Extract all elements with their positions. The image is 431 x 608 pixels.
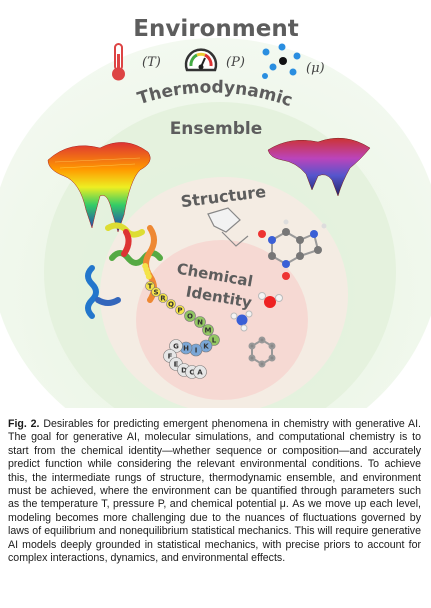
sequence-bead [194, 316, 206, 328]
sequence-bead-label: T [148, 283, 153, 291]
caption-text: Desirables for predicting emergent pheno… [8, 418, 421, 565]
sequence-bead [166, 299, 176, 309]
sequence-bead [175, 305, 185, 315]
sequence-bead-label: C [189, 369, 194, 377]
environment-title: Environment [133, 16, 298, 42]
caffeine-molecule [258, 219, 327, 280]
water-molecule [258, 292, 283, 308]
sequence-bead [158, 293, 168, 303]
pressure-gauge-icon [184, 48, 218, 72]
free-energy-landscape-right [267, 137, 371, 197]
sequence-bead-label: A [197, 369, 203, 377]
sequence-bead-label: E [174, 361, 179, 369]
sequence-bead [151, 287, 161, 297]
pressure-symbol: (P) [226, 55, 245, 70]
benzene-molecule [248, 336, 276, 368]
sequence-bead-label: M [205, 327, 212, 335]
sequence-bead-label: N [197, 319, 203, 327]
sequence-bead-label: G [173, 343, 179, 351]
sequence-bead-label: P [177, 307, 182, 315]
sequence-bead-label: H [183, 345, 189, 353]
figure-illustration: Environment Thermodynamic Ensemble Struc… [0, 16, 431, 408]
caption-label: Fig. 2. [8, 418, 40, 430]
sequence-bead-label: R [160, 295, 166, 303]
thermodynamic-title-line2: Ensemble [170, 119, 263, 139]
chemical-potential-symbol: (μ) [306, 61, 325, 76]
temperature-symbol: (T) [142, 55, 161, 70]
sequence-bead-label: D [181, 367, 187, 375]
sequence-bead-label: F [168, 353, 173, 361]
sequence-bead-label: O [187, 313, 193, 321]
sequence-bead [202, 324, 214, 336]
sequence-bead [193, 365, 207, 379]
sequence-bead-label: S [153, 289, 158, 297]
sequence-bead-label: L [212, 337, 217, 345]
chain-dot [145, 273, 152, 280]
sequence-bead [169, 339, 183, 353]
sequence-bead [145, 281, 155, 291]
figure-caption: Fig. 2. Desirables for predicting emerge… [8, 418, 421, 565]
thermometer-icon [112, 43, 125, 81]
structure-ribbon-small [207, 207, 249, 247]
ammonia-molecule [230, 310, 253, 332]
sequence-bead-label: I [195, 347, 198, 355]
particles-icon [262, 43, 301, 79]
sequence-bead-label: Q [168, 301, 174, 309]
free-energy-landscape-left [47, 142, 151, 233]
sequence-bead-label: K [203, 343, 209, 351]
sequence-bead [184, 310, 196, 322]
